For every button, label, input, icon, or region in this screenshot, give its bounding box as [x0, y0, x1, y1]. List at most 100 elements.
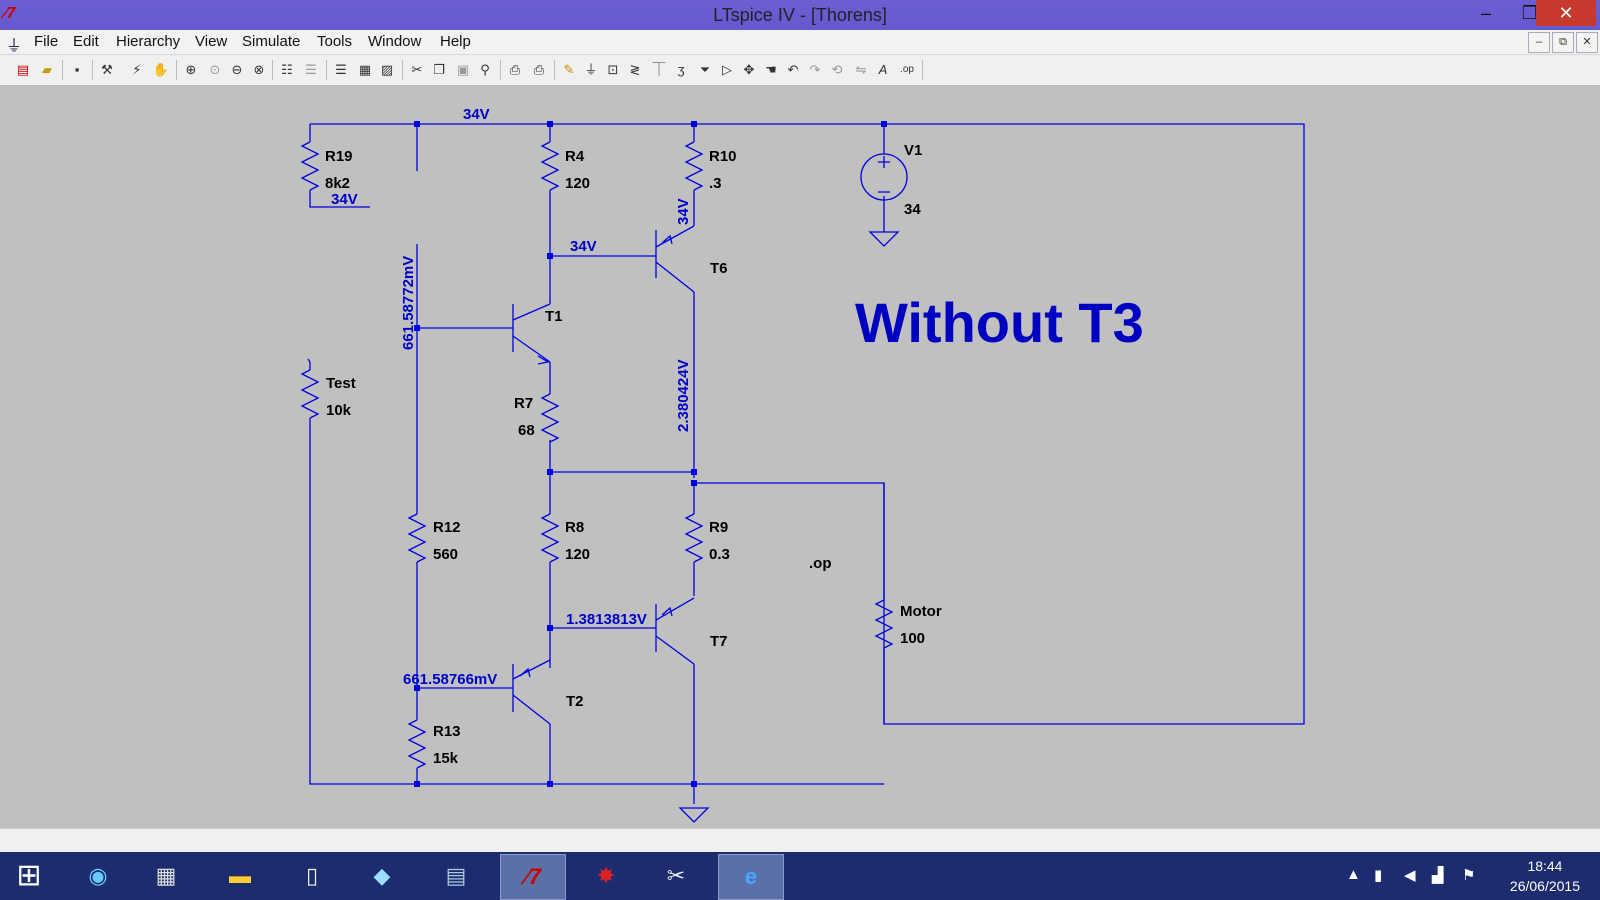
- voltage-label: 34V: [331, 191, 358, 208]
- find-icon[interactable]: ⚲: [480, 62, 490, 77]
- halt-icon[interactable]: ✋: [152, 62, 170, 77]
- cut-icon[interactable]: ✂: [411, 62, 423, 77]
- voltage-label: 34V: [675, 198, 692, 225]
- v1-source: [860, 153, 908, 201]
- mdi-minimize-button[interactable]: –: [1528, 32, 1550, 53]
- window-title: LTspice IV - [Thorens]: [713, 5, 887, 25]
- text-icon[interactable]: A: [878, 62, 888, 77]
- component-ref: R12: [433, 519, 461, 536]
- menu-view[interactable]: View: [195, 33, 228, 50]
- mdi-close-button[interactable]: ✕: [1576, 32, 1598, 53]
- tray-volume-icon[interactable]: ◀: [1404, 867, 1416, 884]
- menu-simulate[interactable]: Simulate: [242, 33, 301, 50]
- calculator-icon[interactable]: ▤: [445, 863, 467, 888]
- menu-hierarchy[interactable]: Hierarchy: [116, 33, 181, 50]
- inductor-icon[interactable]: ʒ: [677, 62, 685, 77]
- windows-start-icon[interactable]: ⊞: [16, 859, 42, 892]
- component-ref: R8: [565, 519, 584, 536]
- tray-flag-icon[interactable]: ⚑: [1462, 867, 1476, 884]
- wire-test-ground-rail: [309, 362, 884, 785]
- ltspice-task-icon[interactable]: ⁄7: [500, 854, 566, 900]
- undo-icon[interactable]: ↶: [787, 62, 799, 77]
- zoom-out-icon[interactable]: ⊖: [231, 62, 243, 77]
- remote-desktop-icon[interactable]: ◉: [88, 863, 108, 888]
- file-explorer-icon[interactable]: ▬: [229, 863, 251, 888]
- mdi-restore-button[interactable]: ⧉: [1552, 32, 1574, 53]
- component-value: 15k: [433, 750, 459, 767]
- close-button[interactable]: ✕: [1536, 0, 1596, 26]
- save-icon[interactable]: ▪: [74, 62, 80, 77]
- menu-help[interactable]: Help: [440, 33, 471, 50]
- voltage-label: 2.380424V: [675, 359, 692, 432]
- tile-icon[interactable]: ☷: [281, 62, 293, 77]
- schematic-doc-icon[interactable]: ⏚: [6, 38, 23, 55]
- menu-edit[interactable]: Edit: [73, 33, 99, 50]
- snipping-tool-icon[interactable]: ✂: [666, 863, 686, 888]
- diode-icon[interactable]: ⏷: [699, 62, 711, 77]
- capacitor-icon[interactable]: ⏉: [652, 62, 666, 77]
- spice-directive-icon[interactable]: .op: [900, 64, 914, 75]
- t6-transistor: [655, 225, 695, 293]
- clock[interactable]: 18:44 26/06/2015: [1510, 856, 1580, 896]
- tray-network-icon[interactable]: ▟: [1432, 867, 1444, 884]
- menu-tools[interactable]: Tools: [317, 33, 353, 50]
- component-ref: Motor: [900, 603, 942, 620]
- paste-icon[interactable]: ▣: [456, 62, 470, 77]
- main-ground: [678, 807, 710, 823]
- draw-wire-icon[interactable]: ✎: [563, 62, 575, 77]
- open-icon[interactable]: ▰: [42, 62, 52, 77]
- tray-battery-icon[interactable]: ▮: [1374, 867, 1383, 884]
- ground-icon[interactable]: ⏚: [584, 62, 598, 77]
- cascade-icon[interactable]: ☰: [305, 62, 317, 77]
- component-ref: R10: [709, 148, 737, 165]
- zoom-fit-icon[interactable]: ⊗: [253, 62, 265, 77]
- cascade-windows-icon[interactable]: ▨: [380, 62, 394, 77]
- pan-icon[interactable]: ⊙: [209, 62, 221, 77]
- component-ref: T6: [710, 260, 728, 277]
- ltspice-app-icon[interactable]: ⁄7: [4, 5, 16, 22]
- rotate-icon[interactable]: ⟲: [831, 62, 843, 77]
- component-ref: T7: [710, 633, 728, 650]
- menu-file[interactable]: File: [34, 33, 59, 50]
- schematic-canvas[interactable]: 34V 34V 34V 34V 661.58772mV 2.380424V 1.…: [2, 86, 1598, 828]
- print-icon[interactable]: ⎙: [533, 62, 545, 77]
- menu-window[interactable]: Window: [368, 33, 422, 50]
- voltage-label: 34V: [463, 106, 490, 123]
- tile-horizontal-icon[interactable]: ☰: [335, 62, 347, 77]
- component-value: 34: [904, 201, 921, 218]
- t7-transistor: [655, 597, 695, 665]
- control-panel-icon[interactable]: ⚒: [101, 62, 113, 77]
- move-icon[interactable]: ✥: [743, 62, 755, 77]
- drag-icon[interactable]: ☚: [765, 62, 777, 77]
- wire-supply-loop: [310, 123, 1305, 725]
- component-value: 68: [518, 422, 535, 439]
- maximize-button[interactable]: ❐: [1521, 3, 1539, 23]
- component-value: 560: [433, 546, 458, 563]
- component-ref: R4: [565, 148, 585, 165]
- clock-time: 18:44: [1527, 858, 1563, 874]
- component-value: 0.3: [709, 546, 730, 563]
- schematic-drawing: 34V 34V 34V 34V 661.58772mV 2.380424V 1.…: [300, 106, 1305, 823]
- label-net-icon[interactable]: ⊡: [607, 62, 619, 77]
- new-schematic-icon[interactable]: ▤: [16, 62, 30, 77]
- notes-app-icon[interactable]: ◆: [373, 863, 391, 888]
- minimize-button[interactable]: –: [1480, 3, 1491, 23]
- internet-explorer-icon[interactable]: e: [718, 854, 784, 900]
- run-icon[interactable]: ⚡: [132, 62, 142, 77]
- component-ref: T1: [545, 308, 563, 325]
- tray-expand-icon[interactable]: ▲: [1346, 866, 1361, 883]
- spice-directive[interactable]: .op: [809, 555, 832, 572]
- redo-icon[interactable]: ↷: [809, 62, 821, 77]
- component-value: 8k2: [325, 175, 350, 192]
- resistor-icon[interactable]: ≷: [629, 62, 641, 77]
- splat-app-icon[interactable]: ✸: [596, 863, 616, 888]
- notepad-icon[interactable]: ▯: [305, 863, 319, 888]
- mirror-icon[interactable]: ⇋: [855, 62, 867, 77]
- menu-bar: ⏚ File Edit Hierarchy View Simulate Tool…: [0, 30, 1600, 55]
- tile-vertical-icon[interactable]: ▦: [358, 62, 372, 77]
- copy-icon[interactable]: ❐: [433, 62, 445, 77]
- print-setup-icon[interactable]: ⎙: [509, 62, 521, 77]
- zoom-in-icon[interactable]: ⊕: [185, 62, 197, 77]
- component-icon[interactable]: ▷: [722, 62, 732, 77]
- firewall-icon[interactable]: ▦: [155, 863, 177, 888]
